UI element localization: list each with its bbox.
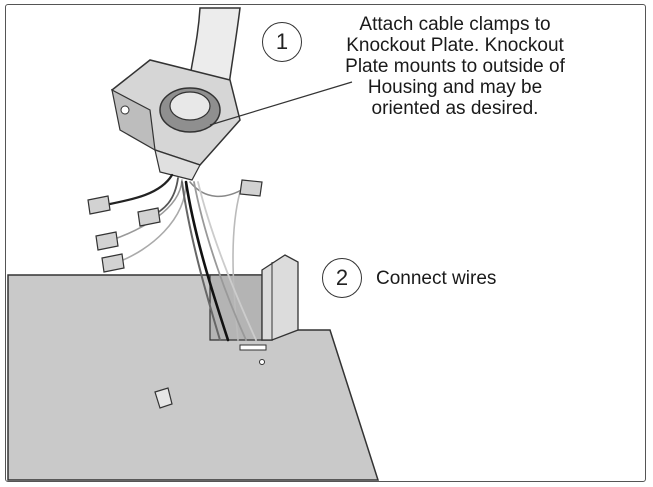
step-number: 1 xyxy=(262,22,302,62)
step-1-caption: Attach cable clamps to Knockout Plate. K… xyxy=(345,14,565,119)
housing-top-face xyxy=(7,274,380,481)
wire-nut xyxy=(137,207,161,227)
wires xyxy=(103,173,257,342)
wire-nut xyxy=(239,179,263,197)
wire-nut xyxy=(101,253,125,273)
step-2-caption: Connect wires xyxy=(376,267,497,289)
housing-slot xyxy=(239,344,267,351)
step-number: 2 xyxy=(322,258,362,298)
housing-tab xyxy=(154,387,173,409)
wire-nut xyxy=(87,195,111,215)
wire-nuts xyxy=(87,179,263,273)
housing-flange xyxy=(261,254,299,341)
step-2: 2 Connect wires xyxy=(322,258,496,298)
step-1-badge: 1 xyxy=(262,22,302,62)
leader-line xyxy=(209,81,353,126)
wire-nut xyxy=(95,231,119,251)
